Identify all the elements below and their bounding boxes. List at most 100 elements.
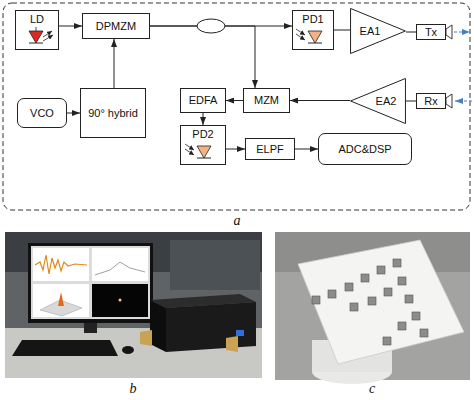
triangle-shape <box>351 8 406 53</box>
oscillator-box: VCO <box>17 98 67 128</box>
monitor-screen <box>31 246 150 319</box>
rx-wave <box>455 100 472 101</box>
node-label: PD2 <box>192 128 213 140</box>
waveform-panel <box>33 248 89 281</box>
modulator-box: MZM <box>243 88 290 113</box>
tx-antenna <box>446 25 452 39</box>
processor-box: ADC&DSP <box>318 133 412 165</box>
light-arrow <box>185 149 194 155</box>
dark-panel <box>92 284 148 317</box>
amplifier-triangle: EA1 <box>350 8 406 54</box>
node-label: ELPF <box>256 143 284 155</box>
diode-bar <box>29 43 43 44</box>
receiver-box: Rx <box>416 93 446 109</box>
corner-reflector <box>393 259 401 267</box>
diode-bar <box>197 158 211 159</box>
corner-reflector <box>405 295 413 303</box>
signal-connector <box>114 39 115 88</box>
light-arrow <box>185 144 194 150</box>
cabinet <box>170 240 260 290</box>
photo-setup <box>5 232 262 378</box>
signal-connector <box>334 30 350 31</box>
node-label: MZM <box>254 94 279 106</box>
panel-letter: a <box>234 213 241 229</box>
signal-connector <box>226 100 243 101</box>
photodiode-symbol <box>296 29 322 43</box>
light-arrow <box>296 34 305 40</box>
signal-connector <box>150 26 292 27</box>
corner-reflector <box>420 329 428 337</box>
diode-triangle <box>308 31 322 43</box>
corner-reflector <box>350 303 358 311</box>
3d-peak <box>58 292 64 306</box>
mouse <box>122 346 134 354</box>
node-label: Tx <box>425 26 437 38</box>
target-dot <box>119 299 122 302</box>
corner-reflector <box>398 277 406 285</box>
device-side <box>150 300 166 352</box>
device-front <box>166 302 256 352</box>
modulator-box: DPMZM <box>82 13 150 39</box>
node-label: LD <box>30 13 44 25</box>
node-label: Rx <box>424 95 437 107</box>
corner-reflector <box>398 322 406 330</box>
diode-triangle <box>29 31 43 43</box>
node-label: PD1 <box>302 13 323 25</box>
node-label: ADC&DSP <box>338 143 391 155</box>
node-label: VCO <box>30 107 54 119</box>
monitor-stand <box>84 323 97 333</box>
corner-reflector <box>368 297 376 305</box>
amplifier-box: EDFA <box>180 88 226 113</box>
diode-bar <box>308 43 322 44</box>
plot-line <box>95 262 145 275</box>
node-label: EA2 <box>376 95 397 107</box>
signal-connector <box>203 113 204 125</box>
amplifier-triangle: EA2 <box>350 78 406 124</box>
horn-antenna <box>140 330 152 346</box>
monitor-bezel <box>28 243 153 323</box>
signal-connector <box>295 149 318 150</box>
corner-reflector <box>345 283 353 291</box>
fiber-coupler <box>197 19 225 33</box>
rx-antenna <box>446 94 452 108</box>
emission-arrow <box>43 31 52 37</box>
node-label: EA1 <box>360 25 381 37</box>
corner-reflector <box>328 290 336 298</box>
photo-background <box>275 232 470 380</box>
signal-connector <box>67 113 80 114</box>
signal-connector <box>226 149 245 150</box>
photodetector-box: PD2 <box>180 125 226 165</box>
corner-reflector <box>312 296 320 304</box>
plot-panel <box>92 248 148 281</box>
tx-wave <box>454 31 470 32</box>
light-arrow <box>296 29 305 35</box>
node-label: EDFA <box>189 94 218 106</box>
horn-antenna <box>226 336 238 352</box>
lab-background <box>5 232 262 378</box>
signal-connector <box>290 100 350 101</box>
image-panel <box>33 284 89 317</box>
power-led <box>236 330 244 336</box>
foam-board <box>298 240 464 364</box>
corner-reflector <box>384 288 392 296</box>
panel-letter: c <box>369 381 375 397</box>
corner-reflector <box>383 337 391 345</box>
dashed-frame <box>3 3 470 210</box>
hybrid-box: 90° hybrid <box>80 88 146 138</box>
signal-connector <box>406 101 416 102</box>
corner-reflector <box>361 274 369 282</box>
waveform <box>35 255 87 274</box>
photodetector-box: PD1 <box>292 10 334 50</box>
laser-diode-symbol <box>29 27 53 43</box>
photo-target <box>275 232 470 384</box>
panel-letter: b <box>130 381 137 397</box>
node-label: DPMZM <box>96 20 136 32</box>
signal-connector <box>406 32 416 33</box>
emission-arrow <box>43 35 53 41</box>
signal-connector <box>59 26 82 27</box>
